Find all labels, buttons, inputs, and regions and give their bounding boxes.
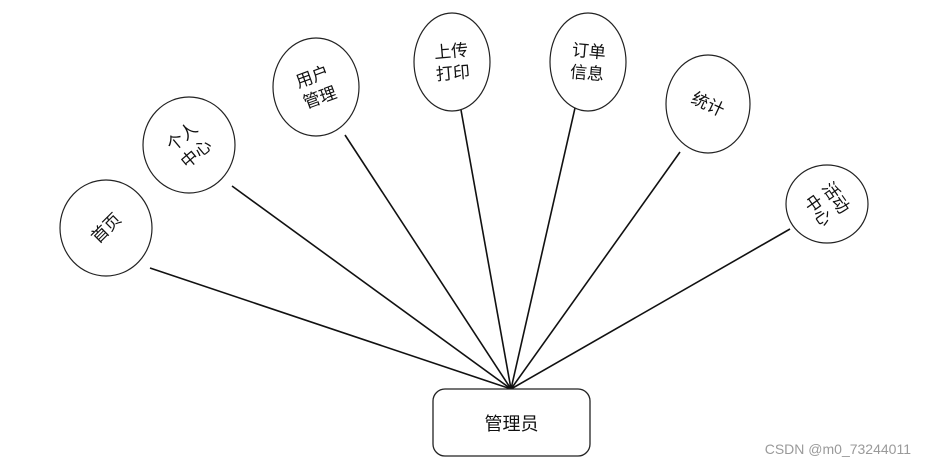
root-node-label: 管理员: [485, 414, 539, 435]
edge-user-management: [344, 134, 512, 390]
node-statistics-ellipse: [665, 54, 751, 154]
node-activity-center-ellipse: [785, 164, 869, 244]
edge-statistics: [510, 151, 681, 390]
node-personal-center-ellipse: [142, 96, 236, 194]
node-upload-print-label-line-2: 打印: [435, 63, 471, 86]
node-user-management-ellipse: [272, 37, 360, 137]
root-node: 管理员: [432, 388, 591, 457]
edges: [149, 107, 791, 390]
edge-order-info: [510, 107, 576, 390]
node-order-info-label-line-2: 信息: [569, 63, 605, 86]
watermark: CSDN @m0_73244011: [764, 441, 911, 457]
edge-upload-print: [460, 109, 512, 390]
node-home-ellipse: [59, 179, 153, 277]
node-upload-print-ellipse: [413, 12, 491, 112]
edge-home: [149, 267, 512, 390]
node-home: 首页: [59, 179, 153, 277]
node-upload-print-label-line-1: 上传: [433, 41, 469, 64]
node-statistics: 统计: [665, 54, 751, 154]
edge-activity-center: [510, 228, 791, 390]
node-order-info-label-line-1: 订单: [571, 41, 607, 64]
edge-personal-center: [231, 185, 512, 390]
root-node-box: [432, 388, 591, 457]
node-order-info-ellipse: [549, 12, 627, 112]
